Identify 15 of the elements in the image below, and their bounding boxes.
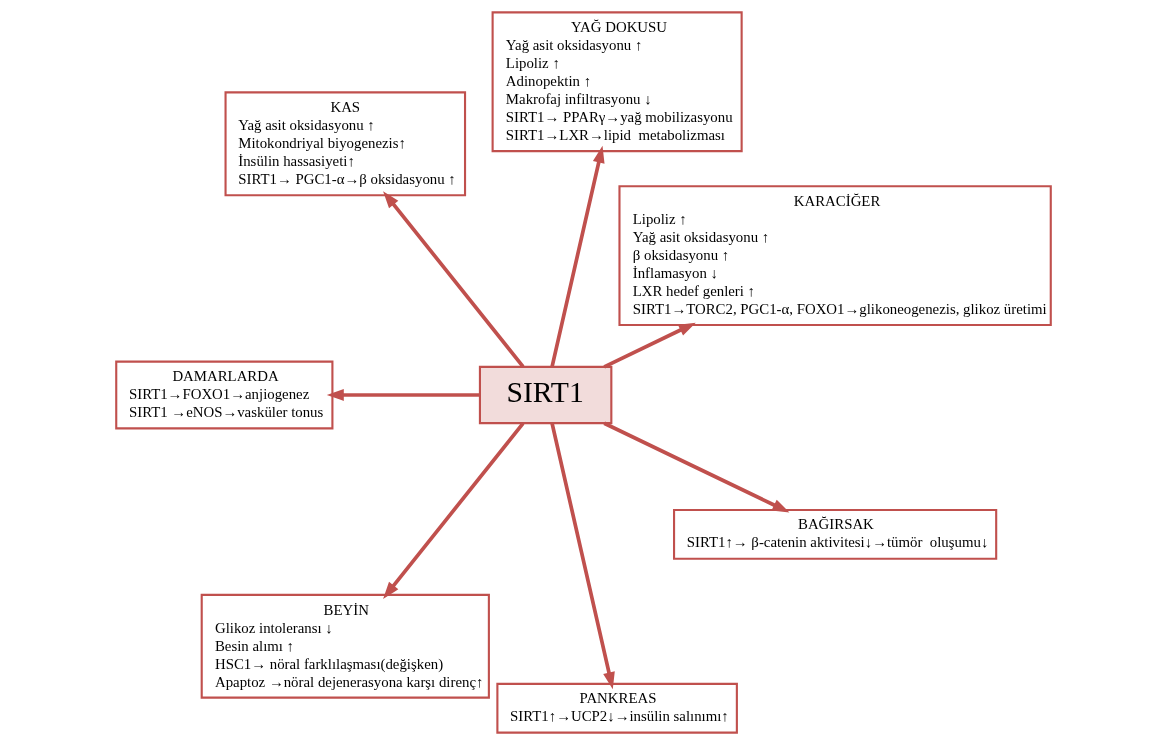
arrow [603,421,790,513]
arrow [603,322,696,369]
arrow [550,422,615,690]
node-box: KAS Yağ asit oksidasyonu ↑ Mitokondriyal biyogenezis↑ İnsülin hassasiyeti↑ SIRT1→ PGC1-α→β oksidasyonu ↑ [224,91,467,197]
node-box: KARACİĞER Lipoliz ↑ Yağ asit oksidasyonu ↑ β oksidasyonu ↑ İnflamasyon ↓ LXR hedef genleri ↑ SIRT1→TORC2, PGC1-α, FOXO1→glikoneogenezis, glikoz üretimi [618,185,1052,327]
node-box: BEYİN Glikoz intoleransı ↓ Besin alımı ↑ HSC1→ nöral farklılaşması(değişken) Apaptoz →nöral dejenerasyona karşı direnç↑ [200,593,490,699]
node-box: SIRT1 [478,365,613,425]
node-box: YAĞ DOKUSU Yağ asit oksidasyonu ↑ Lipoliz ↑ Adinopektin ↑ Makrofaj infiltrasyonu ↓ SIRT1→ PPARγ→yağ mobilizasyonu SIRT1→LXR→lipid metabolizması [491,11,743,153]
arrow [326,389,480,401]
node-box: DAMARLARDA SIRT1→FOXO1→anjiogenez SIRT1 →eNOS→vasküler tonus [115,360,334,430]
arrow [383,191,525,368]
node-box: BAĞIRSAK SIRT1↑→ β-catenin aktivitesi↓→tümör oluşumu↓ [673,509,998,560]
node-box: PANKREAS SIRT1↑→UCP2↓→insülin salınımı↑ [496,682,738,734]
arrow [383,422,525,599]
arrow [550,145,605,368]
